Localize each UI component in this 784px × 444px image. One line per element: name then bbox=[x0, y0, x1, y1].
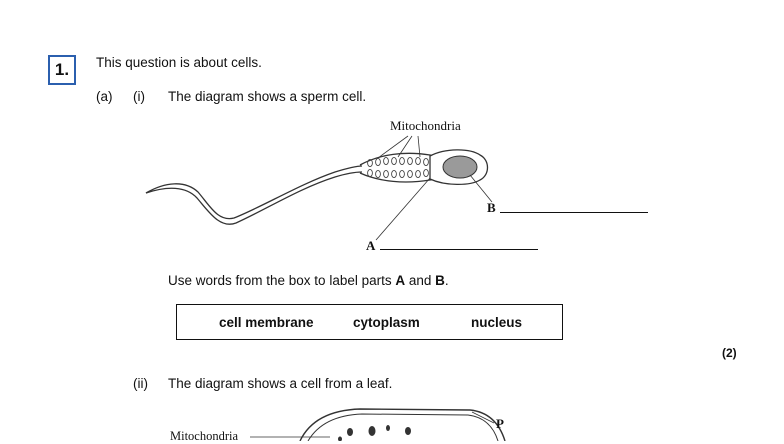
instruction-part-a: A bbox=[395, 273, 406, 288]
question-number: 1. bbox=[54, 60, 70, 79]
question-intro: This question is about cells. bbox=[96, 55, 262, 70]
word-cytoplasm: cytoplasm bbox=[353, 315, 420, 330]
subpart-ii-label: (ii) bbox=[133, 376, 148, 391]
answer-line-b[interactable] bbox=[500, 212, 648, 213]
label-mitochondria: Mitochondria bbox=[390, 118, 461, 133]
leaf-label-p: P bbox=[496, 416, 504, 431]
sperm-midpiece bbox=[359, 152, 447, 183]
instruction: Use words from the box to label parts A … bbox=[168, 273, 449, 288]
marks: (2) bbox=[722, 346, 737, 360]
sperm-nucleus bbox=[442, 155, 478, 179]
question-number-box: 1. bbox=[48, 55, 76, 85]
subpart-i-label: (i) bbox=[133, 89, 145, 104]
answer-line-a[interactable] bbox=[380, 249, 538, 250]
instruction-and: and bbox=[405, 273, 436, 288]
label-a: A bbox=[366, 238, 376, 253]
mitochondria-coils bbox=[367, 156, 429, 179]
instruction-part-b: B bbox=[435, 273, 445, 288]
word-cell-membrane: cell membrane bbox=[219, 315, 314, 330]
leaf-cell-outline bbox=[299, 408, 506, 441]
word-box: cell membrane cytoplasm nucleus bbox=[176, 304, 563, 340]
word-nucleus: nucleus bbox=[471, 315, 523, 330]
instruction-end: . bbox=[444, 273, 449, 288]
part-label: (a) bbox=[96, 89, 113, 104]
label-b: B bbox=[487, 200, 496, 215]
sperm-tail bbox=[145, 165, 363, 220]
subpart-ii-text: The diagram shows a cell from a leaf. bbox=[168, 376, 393, 391]
leaf-label-mitochondria: Mitochondria bbox=[170, 429, 239, 443]
instruction-text: Use words from the box to label parts bbox=[168, 273, 396, 288]
subpart-i-text: The diagram shows a sperm cell. bbox=[168, 89, 367, 104]
